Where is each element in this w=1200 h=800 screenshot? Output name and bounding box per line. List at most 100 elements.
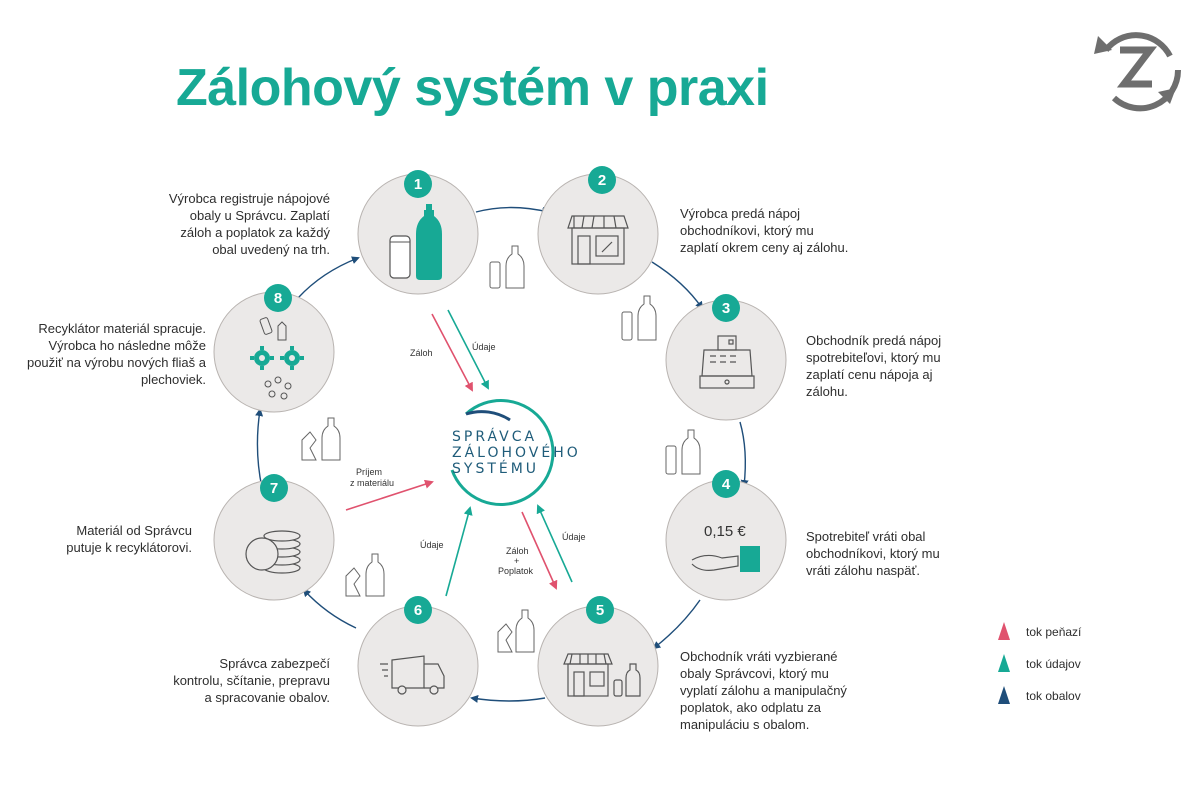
step-4-badge (712, 470, 740, 498)
center-line-3: SYSTÉMU (452, 460, 539, 477)
step-1-number: 1 (414, 176, 422, 193)
packaging-icon (489, 245, 525, 289)
step-5-number: 5 (596, 602, 604, 619)
center-flow-arrows (345, 309, 573, 597)
label-zaloh-poplatok-2: + (514, 556, 519, 566)
step-1-description: Výrobca registruje nápojové obaly u Sprá… (169, 190, 330, 258)
step-5-line: Obchodník vráti vyzbierané (680, 649, 838, 664)
step-4-price: 0,15 € (704, 523, 746, 540)
step-8-badge (264, 284, 292, 312)
step-1-line: obal uvedený na trh. (212, 242, 330, 257)
packaging-icon (301, 417, 341, 461)
step-7-description: Materiál od Správcu putuje k recyklátoro… (66, 522, 192, 556)
legend-money-icon (998, 622, 1010, 640)
step-5-badge (586, 596, 614, 624)
step-5-line: obaly Správcovi, ktorý mu (680, 666, 829, 681)
step-3-description: Obchodník predá nápoj spotrebiteľovi, kt… (806, 332, 941, 400)
step-6-line: Správca zabezpečí (219, 656, 330, 671)
label-zaloh: Záloh (410, 348, 433, 358)
step-6-line: a spracovanie obalov. (204, 690, 330, 705)
delivery-van-icon (380, 655, 445, 695)
money-arrow-top (431, 313, 473, 392)
cash-register-icon (699, 335, 755, 389)
recycling-gears-icon (250, 317, 304, 400)
step-1-badge (404, 170, 432, 198)
step-2-number: 2 (598, 172, 606, 189)
page-title: Zálohový systém v praxi (176, 59, 769, 117)
arc-3-to-4 (739, 421, 749, 488)
label-udaje-right: Údaje (562, 532, 586, 542)
label-udaje-top: Údaje (472, 342, 496, 352)
data-arrow-left (445, 506, 473, 597)
step-6-badge (404, 596, 432, 624)
step-2-line: zaplatí okrem ceny aj zálohu. (680, 240, 849, 255)
legend-packaging-icon (998, 686, 1010, 704)
label-prijem-2: z materiálu (350, 478, 394, 488)
legend: tok peňazí tok údajov tok obalov (998, 622, 1082, 704)
step-1-line: obaly u Správcu. Zaplatí (189, 208, 330, 223)
arc-5-to-6 (470, 694, 546, 703)
hand-coin-icon: 0,15 € (691, 523, 760, 572)
shop-with-packaging-icon (563, 653, 641, 697)
step-3-line: zaplatí cenu nápoja aj (806, 367, 933, 382)
data-arrow-top (447, 309, 489, 390)
step-7-line: putuje k recyklátorovi. (66, 540, 192, 555)
step-8-line: Výrobca ho následne môže (48, 338, 206, 353)
can-and-bottle-icon (389, 204, 442, 280)
step-1-line: záloh a poplatok za každý (180, 225, 330, 240)
step-4-line: Spotrebiteľ vráti obal (806, 529, 926, 544)
label-zaloh-poplatok-3: Poplatok (498, 566, 534, 576)
shop-icon (567, 215, 629, 265)
legend-money-label: tok peňazí (1026, 625, 1082, 639)
step-2-badge (588, 166, 616, 194)
step-8-line: použiť na výrobu nových fliaš a (26, 355, 206, 370)
step-3-badge (712, 294, 740, 322)
step-3-line: spotrebiteľovi, ktorý mu (806, 350, 941, 365)
step-3-line: Obchodník predá nápoj (806, 333, 942, 348)
packaging-icon (345, 553, 385, 597)
step-2-description: Výrobca predá nápoj obchodníkovi, ktorý … (680, 205, 848, 256)
step-7-line: Materiál od Správcu (76, 523, 192, 538)
step-6-number: 6 (414, 602, 422, 619)
step-8-description: Recyklátor materiál spracuje. Výrobca ho… (27, 320, 206, 388)
step-5-circle (537, 605, 659, 727)
label-zaloh-poplatok-1: Záloh (506, 546, 529, 556)
step-4-line: vráti zálohu naspäť. (806, 563, 920, 578)
step-4-description: Spotrebiteľ vráti obal obchodníkovi, kto… (806, 528, 940, 579)
step-4-number: 4 (722, 476, 731, 493)
center-administrator-logo: SPRÁVCA ZÁLOHOVÉHO SYSTÉMU (450, 399, 581, 506)
step-3-number: 3 (722, 300, 730, 317)
packaging-icon (621, 295, 657, 341)
step-8-line: Recyklátor materiál spracuje. (38, 321, 206, 336)
step-7-number: 7 (270, 480, 278, 497)
legend-data-label: tok údajov (1026, 657, 1081, 671)
step-5-line: manipuláciu s obalom. (680, 717, 810, 732)
step-2-line: obchodníkovi, ktorý mu (680, 223, 814, 238)
center-line-2: ZÁLOHOVÉHO (452, 444, 581, 461)
packaging-icon (497, 609, 535, 653)
step-5-description: Obchodník vráti vyzbierané obaly Správco… (680, 648, 847, 733)
arc-4-to-5 (652, 599, 701, 650)
step-8-line: plechoviek. (140, 372, 206, 387)
arc-8-to-1 (297, 256, 360, 299)
data-arrow-right (536, 504, 573, 583)
coin-stack-icon (245, 530, 301, 574)
label-udaje-left: Údaje (420, 540, 444, 550)
step-5-line: poplatok, ako odplatu za (680, 700, 821, 715)
arc-6-to-7 (302, 588, 357, 629)
packaging-flow-arcs (255, 206, 749, 703)
legend-packaging-label: tok obalov (1026, 689, 1081, 703)
z-recycle-logo-icon (1094, 32, 1182, 112)
money-arrow-left (345, 479, 434, 511)
step-5-line: vyplatí zálohu a manipulačný (680, 683, 847, 698)
money-arrow-right (521, 511, 558, 590)
step-7-badge (260, 474, 288, 502)
step-badges: 1 2 3 4 5 6 7 8 (260, 166, 740, 624)
step-6-line: kontrolu, sčítanie, prepravu (173, 673, 330, 688)
arc-7-to-8 (255, 408, 264, 489)
step-8-number: 8 (274, 290, 282, 307)
legend-data-icon (998, 654, 1010, 672)
step-6-description: Správca zabezpečí kontrolu, sčítanie, pr… (173, 655, 330, 706)
step-2-line: Výrobca predá nápoj (680, 206, 800, 221)
